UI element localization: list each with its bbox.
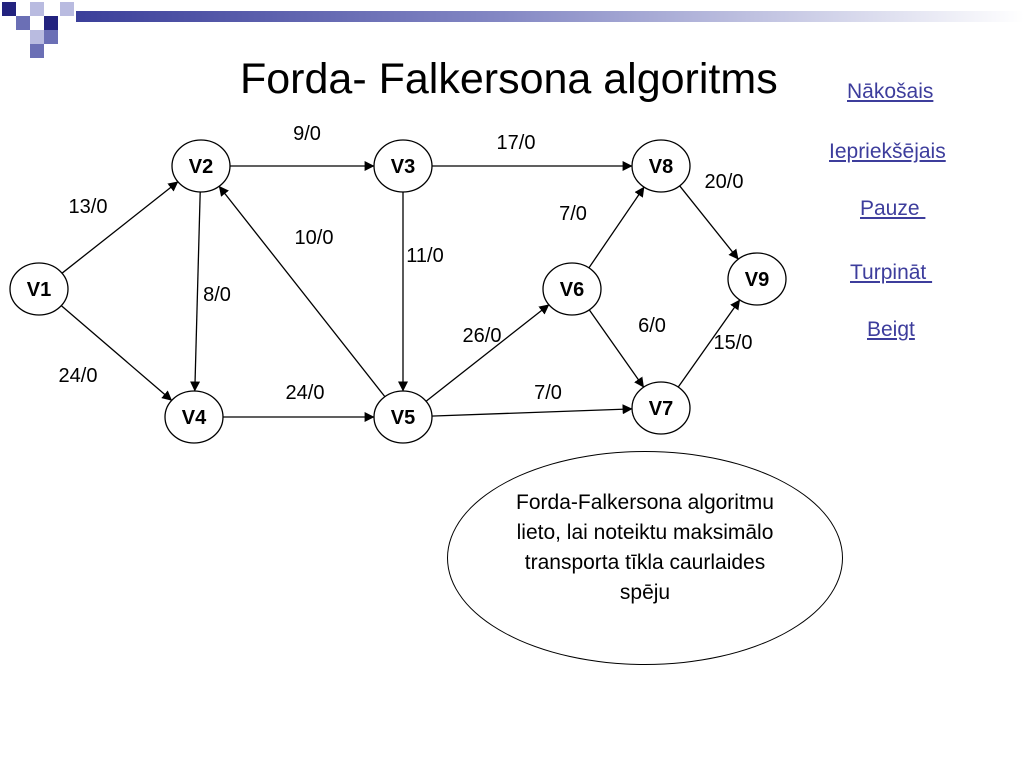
- edge-v8-v9: [678, 184, 740, 260]
- corner-decoration: [2, 2, 74, 58]
- edge-label: 26/0: [463, 325, 502, 347]
- edge-label: 24/0: [59, 365, 98, 387]
- deco-square-light: [30, 30, 44, 44]
- edge-label: 9/0: [293, 123, 321, 145]
- edge-label: 7/0: [559, 203, 587, 225]
- deco-square-light: [60, 2, 74, 16]
- continue-link[interactable]: Turpināt: [850, 261, 933, 284]
- edge-label: 10/0: [295, 227, 334, 249]
- node-label-v5: V5: [391, 407, 415, 429]
- deco-square-dark: [2, 2, 16, 16]
- deco-square-mid: [16, 16, 30, 30]
- note-text: Forda-Falkersona algoritmu lieto, lai no…: [516, 491, 774, 604]
- edge-label: 15/0: [714, 332, 753, 354]
- node-label-v7: V7: [649, 398, 673, 420]
- node-label-v9: V9: [745, 269, 769, 291]
- edge-v7-v9: [676, 299, 741, 389]
- edge-v6-v8: [587, 186, 645, 270]
- edge-label: 7/0: [534, 382, 562, 404]
- node-v7: [631, 381, 691, 435]
- node-label-v8: V8: [649, 156, 673, 178]
- end-link[interactable]: Beigt: [867, 318, 915, 341]
- note-bubble: [447, 451, 843, 665]
- edge-v6-v7: [587, 308, 645, 388]
- edge-v1-v2: [60, 180, 179, 275]
- edge-v1-v4: [59, 304, 173, 402]
- node-label-v2: V2: [189, 156, 213, 178]
- deco-square-mid: [44, 30, 58, 44]
- node-label-v1: V1: [27, 279, 51, 301]
- edge-v5-v2: [218, 185, 387, 399]
- edge-label: 13/0: [69, 196, 108, 218]
- node-label-v4: V4: [182, 407, 207, 429]
- page-title: Forda- Falkersona algoritms: [240, 55, 778, 103]
- deco-square-dark: [44, 16, 58, 30]
- node-v5: [373, 390, 433, 444]
- node-label-v6: V6: [560, 279, 584, 301]
- edge-label: 6/0: [638, 315, 666, 337]
- next-link[interactable]: Nākošais: [847, 80, 934, 103]
- node-v4: [164, 390, 224, 444]
- node-v3: [373, 139, 433, 193]
- node-label-v3: V3: [391, 156, 415, 178]
- deco-square-light: [30, 2, 44, 16]
- edge-label: 11/0: [406, 245, 443, 267]
- pause-link[interactable]: Pauze: [860, 197, 926, 220]
- previous-link[interactable]: Iepriekšējais: [829, 140, 946, 163]
- deco-square-mid: [30, 44, 44, 58]
- node-v6: [542, 262, 602, 316]
- edge-v5-v6: [424, 303, 550, 403]
- edge-label: 8/0: [203, 284, 231, 306]
- edge-label: 20/0: [705, 171, 744, 193]
- header-gradient-bar: [76, 11, 1024, 22]
- node-v8: [631, 139, 691, 193]
- edge-label: 17/0: [497, 132, 536, 154]
- node-v1: [9, 262, 69, 316]
- node-v2: [171, 139, 231, 193]
- node-v9: [727, 252, 787, 306]
- edge-v2-v4: [190, 190, 201, 392]
- edge-label: 24/0: [286, 382, 325, 404]
- edge-v5-v7: [430, 404, 633, 417]
